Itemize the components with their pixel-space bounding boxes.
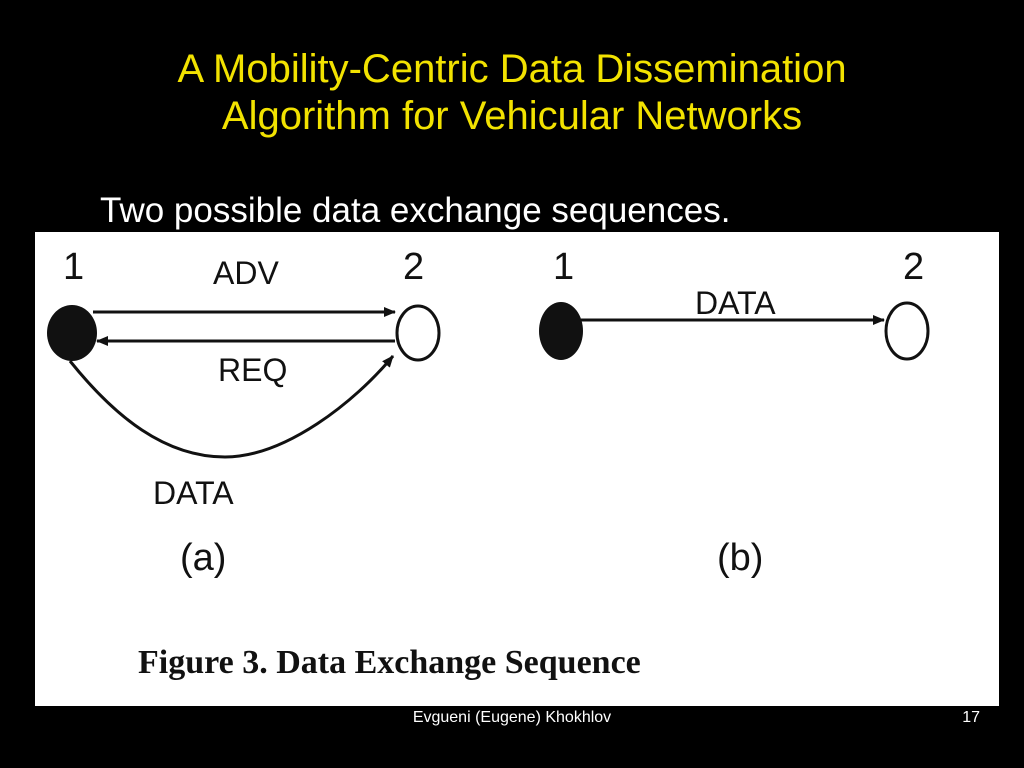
page-number: 17	[962, 709, 980, 726]
data-exchange-diagram: 1 2 ADV REQ DATA (a) 1 2 DATA (b) Figure…	[47, 246, 930, 681]
footer-author: Evgueni (Eugene) Khokhlov	[412, 709, 612, 726]
panel-b-data-label: DATA	[695, 285, 776, 321]
panel-a-data-label: DATA	[153, 475, 234, 511]
panel-b-node-1	[539, 302, 583, 360]
panel-b-caption: (b)	[717, 537, 763, 579]
panel-a: 1 2 ADV REQ DATA (a)	[47, 246, 441, 579]
panel-a-caption: (a)	[180, 537, 226, 579]
slide-subtitle: Two possible data exchange sequences.	[100, 191, 731, 230]
panel-a-adv-label: ADV	[213, 255, 279, 291]
panel-b: 1 2 DATA (b)	[539, 246, 930, 579]
data-exchange-figure: 1 2 ADV REQ DATA (a) 1 2 DATA (b) Figure…	[35, 232, 999, 706]
panel-a-node-1-label: 1	[63, 246, 84, 288]
panel-a-node-1	[47, 305, 97, 361]
slide-title: A Mobility-Centric Data Dissemination Al…	[0, 46, 1024, 140]
slide-title-line-2: Algorithm for Vehicular Networks	[221, 94, 803, 138]
panel-a-data-arrow	[68, 355, 395, 459]
slide-title-line-1: A Mobility-Centric Data Dissemination	[177, 47, 847, 91]
panel-b-node-2-label: 2	[903, 246, 924, 288]
panel-b-node-1-label: 1	[553, 246, 574, 288]
panel-a-req-label: REQ	[218, 352, 287, 388]
panel-a-node-2-label: 2	[403, 246, 424, 288]
panel-b-node-2	[884, 301, 930, 361]
figure-caption: Figure 3. Data Exchange Sequence	[138, 644, 641, 681]
panel-a-node-2	[395, 304, 441, 362]
